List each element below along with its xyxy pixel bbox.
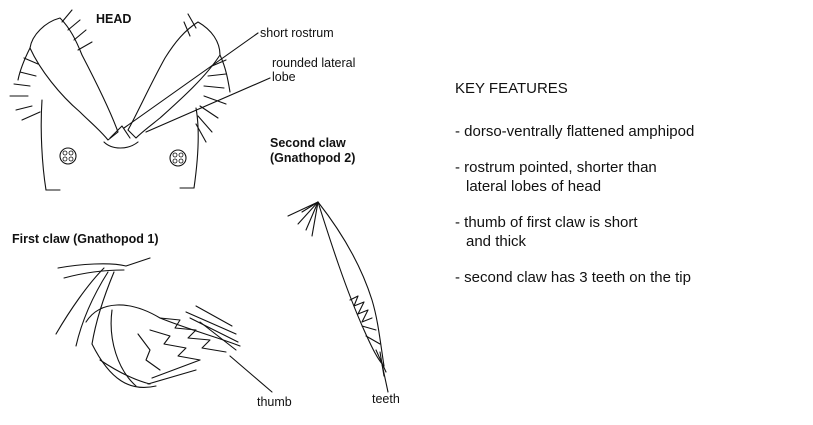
teeth-leader-line: [382, 364, 388, 392]
key-features-title: KEY FEATURES: [455, 80, 805, 97]
key-feature-item: - thumb of first claw is short and thick: [455, 213, 666, 251]
second-claw-drawing: [288, 202, 388, 392]
teeth-label: teeth: [372, 392, 400, 406]
short-rostrum-label: short rostrum: [260, 26, 334, 40]
head-drawing: [10, 10, 270, 190]
thumb-leader-line: [230, 356, 272, 392]
second-claw-title-line1: Second claw: [270, 136, 346, 150]
rostrum-leader-line: [124, 33, 258, 128]
key-feature-item: - dorso-ventrally flattened amphipod: [455, 122, 805, 141]
first-claw-title: First claw (Gnathopod 1): [12, 232, 159, 246]
key-features-panel: KEY FEATURES - dorso-ventrally flattened…: [455, 80, 805, 304]
lateral-lobe-label-line1: rounded lateral: [272, 56, 355, 70]
lateral-lobe-label-line2: lobe: [272, 70, 296, 84]
key-feature-item: - second claw has 3 teeth on the tip: [455, 268, 805, 287]
key-feature-item: - rostrum pointed, shorter than lateral …: [455, 158, 666, 196]
second-claw-title-line2: (Gnathopod 2): [270, 151, 355, 165]
first-claw-drawing: [56, 258, 272, 392]
head-title: HEAD: [96, 12, 131, 26]
thumb-label: thumb: [257, 395, 292, 409]
